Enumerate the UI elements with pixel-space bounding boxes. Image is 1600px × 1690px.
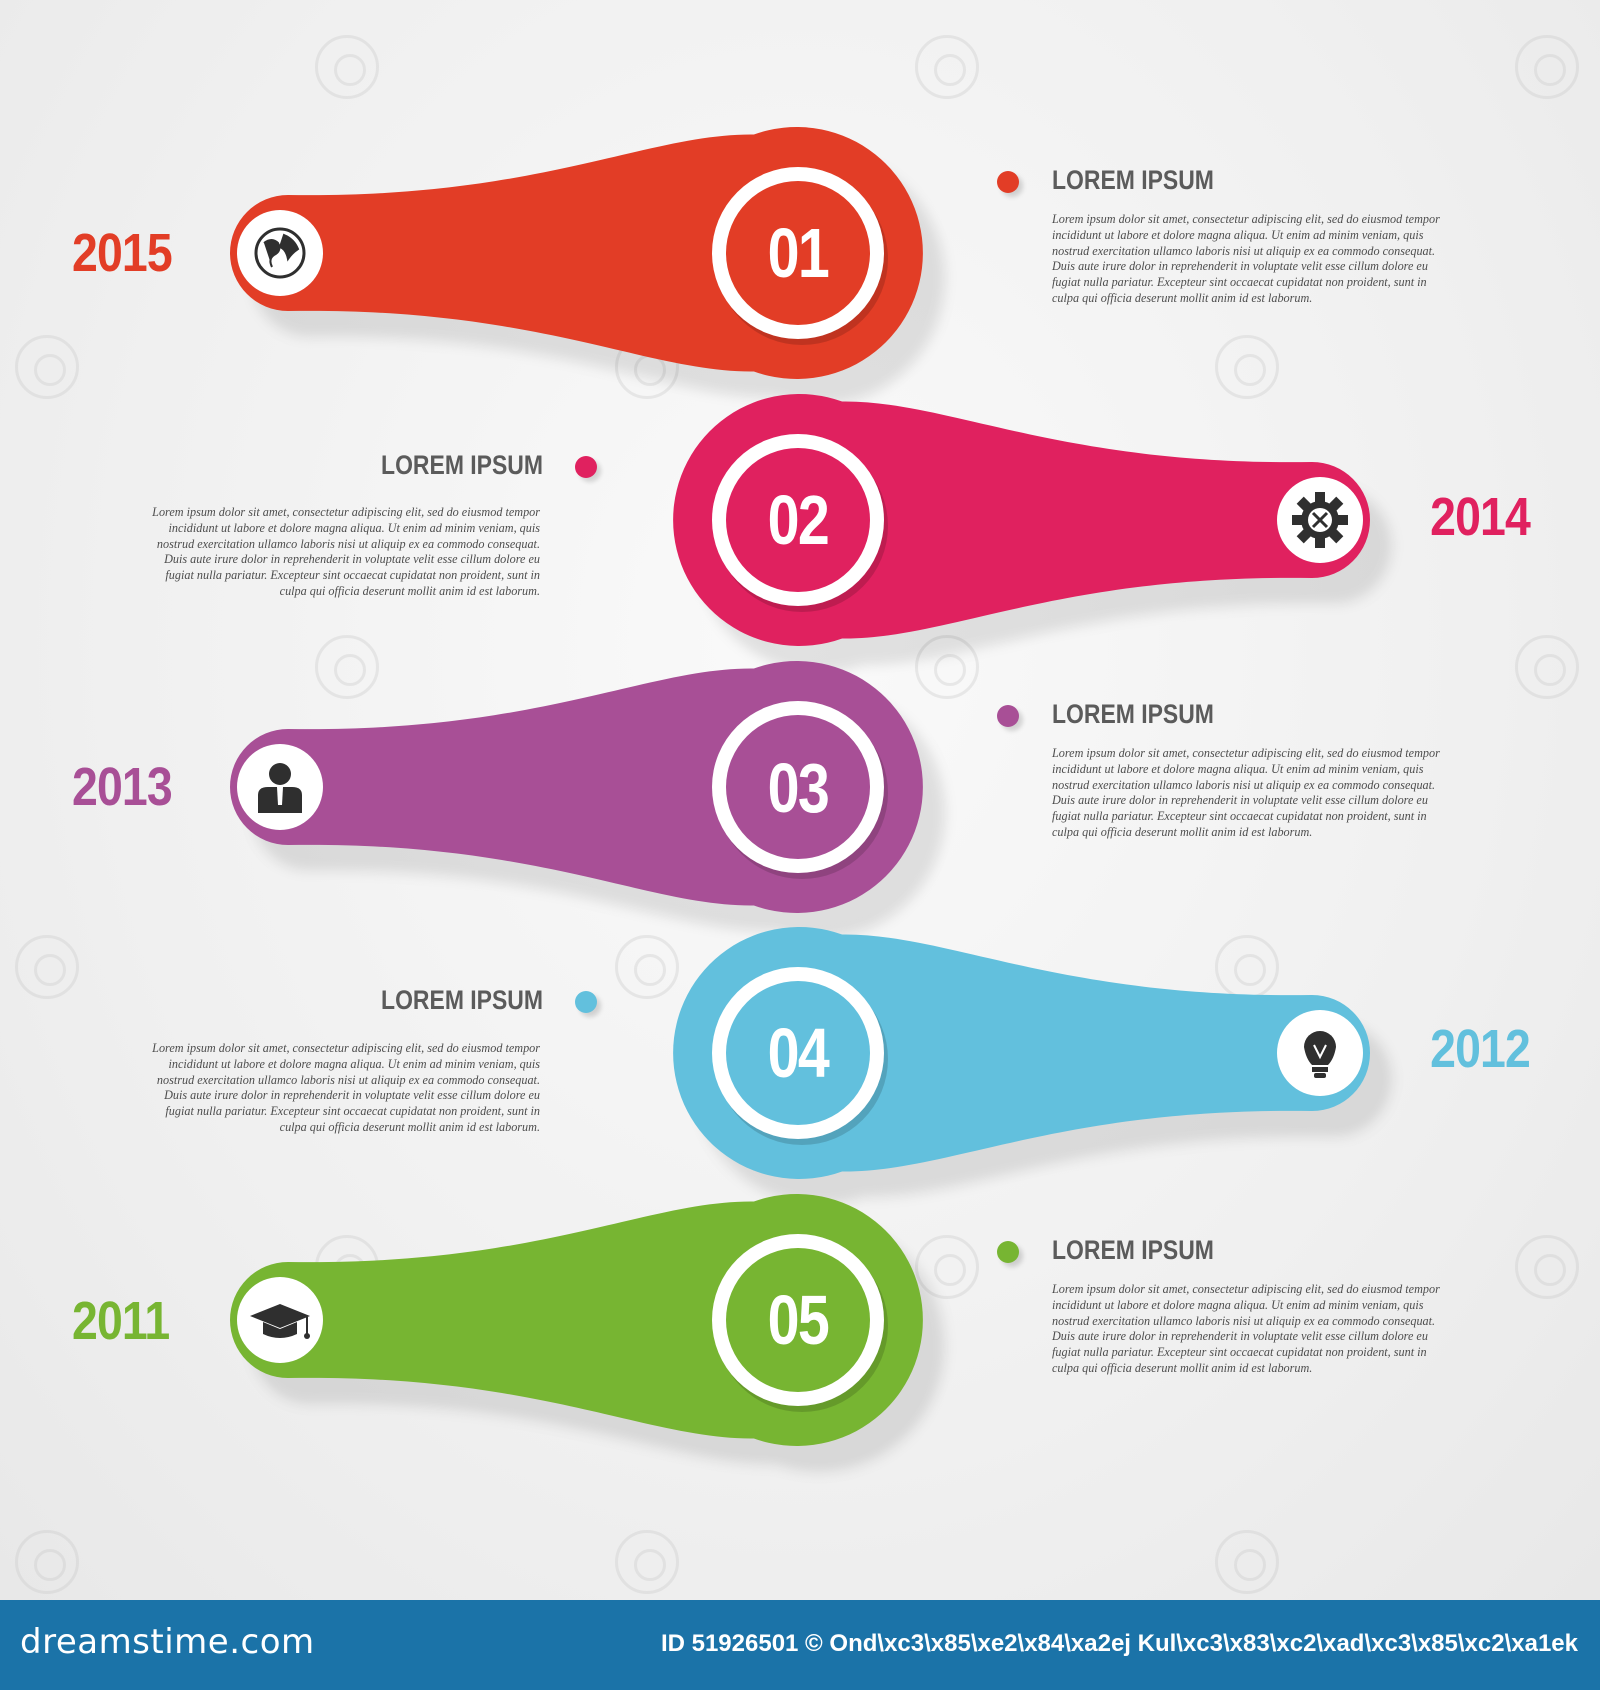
watermark-spiral-icon xyxy=(15,935,79,999)
number-disc xyxy=(726,448,870,592)
step-body-4: Lorem ipsum dolor sit amet, consectetur … xyxy=(152,1041,540,1134)
infographic-canvas: 2015 01 LOREM IPSUM Lorem ipsum dolor si… xyxy=(0,0,1600,1600)
watermark-spiral-icon xyxy=(1515,1235,1579,1299)
footer-bar: dreamstime.com ID 51926501 © Ond\xc3\x85… xyxy=(0,1600,1600,1690)
step-number-5: 05 xyxy=(718,1240,878,1400)
step-number-text: 05 xyxy=(767,1281,830,1359)
timeline-step-5 xyxy=(230,1194,945,1472)
icon-disc xyxy=(237,210,323,296)
timeline-step-1 xyxy=(230,127,945,405)
watermark-spiral-icon xyxy=(1215,335,1279,399)
step-number-text: 03 xyxy=(767,749,830,827)
watermark-spiral-icon xyxy=(1515,35,1579,99)
step-title-1: LOREM IPSUM xyxy=(1052,165,1214,195)
watermark-spiral-icon xyxy=(615,935,679,999)
timeline-step-4 xyxy=(673,927,1392,1205)
timeline-shapes xyxy=(230,127,1392,1472)
step-number-text: 01 xyxy=(767,214,830,292)
watermark-spiral-icon xyxy=(315,635,379,699)
number-disc xyxy=(726,981,870,1125)
year-label-5: 2011 xyxy=(72,1291,170,1351)
number-disc xyxy=(726,715,870,859)
year-label-3: 2013 xyxy=(72,757,173,817)
watermark-spiral-icon xyxy=(1215,1530,1279,1594)
step-number-3: 03 xyxy=(718,708,878,868)
watermark-spiral-icon xyxy=(15,335,79,399)
watermark-spiral-icon xyxy=(615,1530,679,1594)
graduation-cap-icon xyxy=(250,1304,310,1339)
watermark-spiral-icon xyxy=(15,1530,79,1594)
watermark-spiral-icon xyxy=(315,35,379,99)
bullet-dot-1 xyxy=(997,171,1019,193)
timeline-step-3 xyxy=(230,661,945,939)
step-number-text: 02 xyxy=(767,481,830,559)
number-disc xyxy=(726,1248,870,1392)
year-label-1: 2015 xyxy=(72,223,173,283)
footer-image-id: ID 51926501 © Ond\xc3\x85\xe2\x84\xa2ej … xyxy=(660,1630,1578,1657)
step-number-4: 04 xyxy=(718,973,878,1133)
step-title-3: LOREM IPSUM xyxy=(1052,699,1214,729)
step-title-4: LOREM IPSUM xyxy=(381,985,543,1015)
number-disc xyxy=(726,181,870,325)
bullet-dot-5 xyxy=(997,1241,1019,1263)
globe-icon xyxy=(254,227,306,279)
step-number-text: 04 xyxy=(767,1014,830,1092)
bullet-dot-4 xyxy=(575,991,597,1013)
step-body-1: Lorem ipsum dolor sit amet, consectetur … xyxy=(1052,212,1440,305)
step-body-3: Lorem ipsum dolor sit amet, consectetur … xyxy=(1052,746,1440,839)
bullet-dot-2 xyxy=(575,456,597,478)
person-icon xyxy=(258,763,302,813)
watermark-spiral-icon xyxy=(1515,635,1579,699)
step-title-2: LOREM IPSUM xyxy=(381,450,543,480)
step-title-5: LOREM IPSUM xyxy=(1052,1235,1214,1265)
bullet-dot-3 xyxy=(997,705,1019,727)
footer-brand-logo[interactable]: dreamstime.com xyxy=(20,1622,315,1662)
step-body-2: Lorem ipsum dolor sit amet, consectetur … xyxy=(152,505,540,598)
lightbulb-icon xyxy=(1304,1031,1336,1078)
year-label-4: 2012 xyxy=(1430,1019,1531,1079)
watermark-spiral-icon xyxy=(915,35,979,99)
step-number-2: 02 xyxy=(718,440,878,600)
step-number-1: 01 xyxy=(718,173,878,333)
year-label-2: 2014 xyxy=(1430,487,1531,547)
step-body-5: Lorem ipsum dolor sit amet, consectetur … xyxy=(1052,1282,1440,1375)
timeline-step-2 xyxy=(673,394,1392,672)
gear-icon xyxy=(1292,492,1348,548)
